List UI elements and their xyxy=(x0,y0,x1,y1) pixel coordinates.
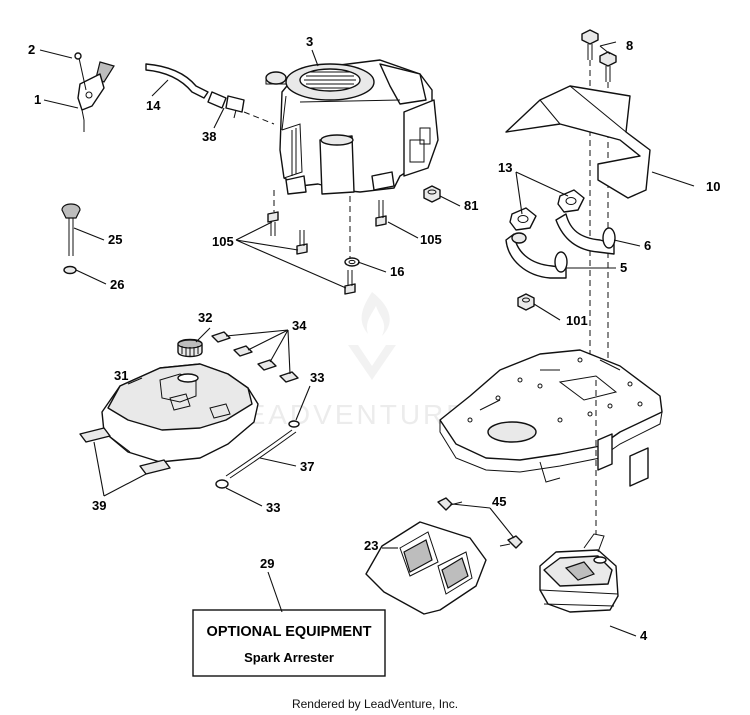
gaskets-13 xyxy=(509,189,585,231)
hose-clamps-33 xyxy=(215,420,300,489)
exhaust-pipe-5 xyxy=(505,232,568,279)
callout-8: 8 xyxy=(626,38,633,53)
callout-13: 13 xyxy=(498,160,512,175)
callout-6: 6 xyxy=(644,238,651,253)
callout-labels: 1 2 3 4 5 6 8 10 13 14 16 23 25 26 29 31… xyxy=(28,34,720,643)
throttle-control-assembly xyxy=(74,52,115,132)
callout-23: 23 xyxy=(364,538,378,553)
callout-81: 81 xyxy=(464,198,478,213)
bolts-8 xyxy=(581,29,617,380)
fuel-cap-32 xyxy=(177,338,203,358)
bracket-23 xyxy=(365,521,487,615)
engine xyxy=(265,59,439,195)
callout-4: 4 xyxy=(640,628,648,643)
callout-25: 25 xyxy=(108,232,122,247)
callout-5: 5 xyxy=(620,260,627,275)
callout-10: 10 xyxy=(706,179,720,194)
callout-34: 34 xyxy=(292,318,307,333)
leader-lines xyxy=(39,41,695,637)
chassis-frame xyxy=(439,349,663,487)
bolts-105 xyxy=(267,190,387,295)
callout-1: 1 xyxy=(34,92,41,107)
heat-shield-10 xyxy=(505,85,651,199)
watermark-text: LEADVENTURE xyxy=(228,399,468,430)
callout-37: 37 xyxy=(300,459,314,474)
fuel-tank-31 xyxy=(101,363,259,463)
callout-33a: 33 xyxy=(310,370,324,385)
callout-26: 26 xyxy=(110,277,124,292)
fuel-hose-37 xyxy=(225,429,297,479)
callout-38: 38 xyxy=(202,129,216,144)
callout-3: 3 xyxy=(306,34,313,49)
bolts-45 xyxy=(437,497,523,549)
pads-34 xyxy=(211,331,299,383)
optional-equipment-subtitle: Spark Arrester xyxy=(244,650,334,665)
footer-credit: Rendered by LeadVenture, Inc. xyxy=(292,697,458,711)
callout-2: 2 xyxy=(28,42,35,57)
nut-101 xyxy=(517,293,535,311)
callout-45: 45 xyxy=(492,494,506,509)
exhaust-pipe-6 xyxy=(555,213,616,255)
fuel-line-assembly xyxy=(145,63,275,125)
watermark-logo xyxy=(348,292,396,380)
callout-14: 14 xyxy=(146,98,161,113)
washer-16 xyxy=(344,257,360,267)
callout-29: 29 xyxy=(260,556,274,571)
nut-81 xyxy=(423,185,441,203)
callout-105b: 105 xyxy=(420,232,442,247)
callout-105a: 105 xyxy=(212,234,234,249)
muffler-4 xyxy=(539,380,619,613)
optional-equipment-box: OPTIONAL EQUIPMENT Spark Arrester xyxy=(192,609,386,677)
seal-26 xyxy=(63,265,77,275)
callout-32: 32 xyxy=(198,310,212,325)
optional-equipment-title: OPTIONAL EQUIPMENT xyxy=(207,624,372,640)
callout-16: 16 xyxy=(390,264,404,279)
callout-33b: 33 xyxy=(266,500,280,515)
callout-39: 39 xyxy=(92,498,106,513)
pads-39 xyxy=(79,427,171,475)
callout-31: 31 xyxy=(114,368,128,383)
dipstick-25 xyxy=(61,203,81,256)
callout-101: 101 xyxy=(566,313,588,328)
